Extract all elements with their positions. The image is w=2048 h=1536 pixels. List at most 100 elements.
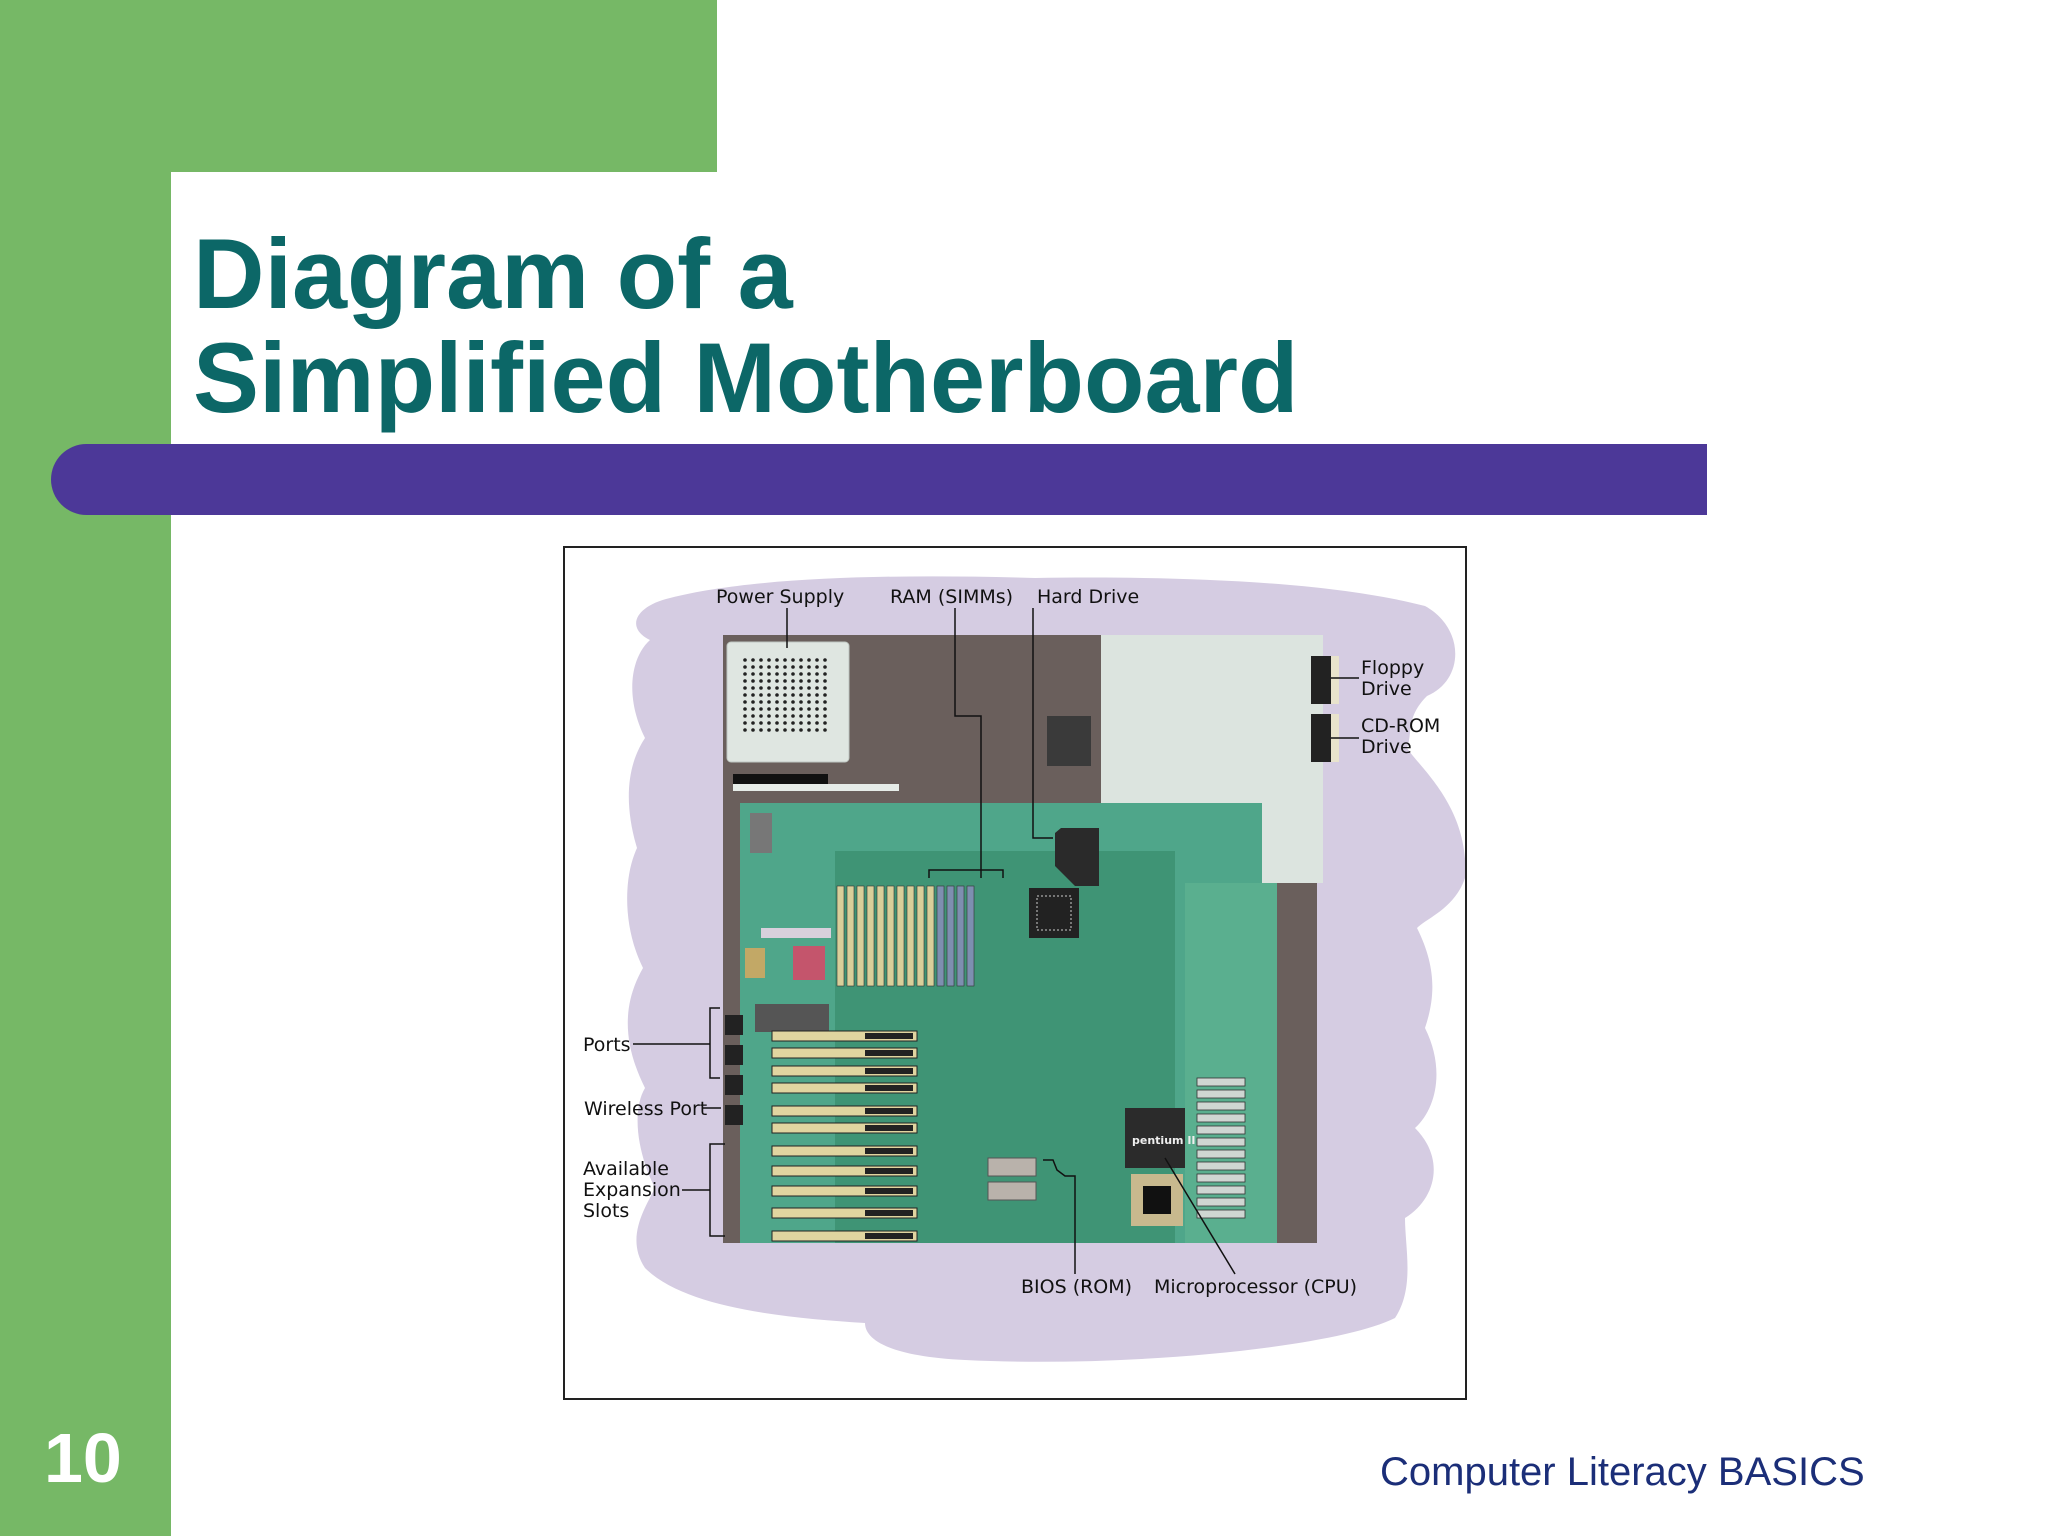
grille-hole	[815, 707, 819, 711]
slide-number: 10	[44, 1419, 122, 1497]
expansion-slot-connector	[865, 1108, 913, 1114]
grille-hole	[751, 714, 755, 718]
grille-hole	[807, 665, 811, 669]
expansion-slot-connector	[865, 1210, 913, 1216]
grille-hole	[775, 686, 779, 690]
grille-hole	[815, 721, 819, 725]
ram-module	[856, 885, 865, 987]
port-connectors	[725, 1015, 743, 1125]
grille-hole	[743, 721, 747, 725]
ram-modules	[836, 885, 975, 987]
label-cdrom-line2: Drive	[1361, 736, 1412, 758]
expansion-slot	[771, 1082, 918, 1094]
grille-hole	[759, 714, 763, 718]
grille-hole	[743, 686, 747, 690]
ram-module	[906, 885, 915, 987]
ram-module	[946, 885, 955, 987]
grille-hole	[783, 721, 787, 725]
hard-drive	[1055, 828, 1099, 886]
ram-module	[866, 885, 875, 987]
grille-hole	[743, 679, 747, 683]
grille-hole	[767, 686, 771, 690]
grille-hole	[759, 686, 763, 690]
grille-hole	[783, 693, 787, 697]
grille-hole	[823, 728, 827, 732]
grille-hole	[743, 672, 747, 676]
grille-hole	[807, 728, 811, 732]
grille-hole	[791, 721, 795, 725]
label-cpu: Microprocessor (CPU)	[1154, 1276, 1357, 1298]
label-ram: RAM (SIMMs)	[890, 586, 1013, 608]
grille-hole	[751, 693, 755, 697]
grille-hole	[799, 707, 803, 711]
ram-module	[896, 885, 905, 987]
grille-hole	[807, 707, 811, 711]
grille-hole	[759, 665, 763, 669]
grille-hole	[783, 658, 787, 662]
expansion-slot	[771, 1145, 918, 1157]
heat-sink-fin	[1196, 1137, 1246, 1147]
expansion-slot	[771, 1030, 918, 1042]
label-floppy-line1: Floppy	[1361, 657, 1424, 679]
grille-hole	[807, 693, 811, 697]
label-ports: Ports	[583, 1034, 631, 1056]
grille-hole	[815, 686, 819, 690]
grille-hole	[807, 672, 811, 676]
expansion-slot-connector	[865, 1125, 913, 1131]
grille-hole	[767, 679, 771, 683]
grille-hole	[767, 700, 771, 704]
grille-hole	[815, 658, 819, 662]
heat-sink-fin	[1196, 1113, 1246, 1123]
grille-hole	[743, 700, 747, 704]
expansion-slot-connector	[865, 1033, 913, 1039]
expansion-slot-connector	[865, 1068, 913, 1074]
grille-hole	[807, 686, 811, 690]
grille-hole	[791, 665, 795, 669]
grille-hole	[775, 658, 779, 662]
motherboard-diagram: pentium II Power Supply RAM (SIMMs) Hard…	[583, 576, 1465, 1362]
cpu-package	[1125, 1108, 1185, 1168]
jumper-block	[761, 928, 831, 938]
grille-hole	[759, 700, 763, 704]
expansion-slot-connector	[865, 1148, 913, 1154]
heat-sink-fin	[1196, 1197, 1246, 1207]
label-hard-drive: Hard Drive	[1037, 586, 1139, 608]
grille-hole	[775, 672, 779, 676]
grille-hole	[743, 665, 747, 669]
grille-hole	[759, 658, 763, 662]
grille-hole	[767, 665, 771, 669]
grille-hole	[791, 700, 795, 704]
ram-module	[926, 885, 935, 987]
left-green-band	[0, 0, 171, 1536]
expansion-slot-connector	[865, 1188, 913, 1194]
grille-hole	[799, 672, 803, 676]
expansion-slot	[771, 1105, 918, 1117]
grille-hole	[751, 665, 755, 669]
label-expansion-line1: Available	[583, 1158, 669, 1180]
grille-hole	[807, 721, 811, 725]
grille-hole	[751, 672, 755, 676]
heat-sink-fin	[1196, 1125, 1246, 1135]
label-cdrom-line1: CD-ROM	[1361, 715, 1440, 737]
ram-module	[846, 885, 855, 987]
expansion-slot	[771, 1185, 918, 1197]
grille-hole	[767, 721, 771, 725]
grille-hole	[759, 672, 763, 676]
capacitor-stack	[750, 813, 772, 853]
label-leader-lines	[633, 608, 1359, 1275]
grille-hole	[775, 721, 779, 725]
label-expansion-line2: Expansion	[583, 1179, 681, 1201]
ram-module	[886, 885, 895, 987]
expansion-slot	[771, 1065, 918, 1077]
heat-sink	[1196, 1077, 1246, 1219]
grille-hole	[783, 679, 787, 683]
expansion-slots	[771, 1030, 918, 1242]
grille-hole	[799, 693, 803, 697]
io-header	[755, 1004, 829, 1032]
ram-module	[966, 885, 975, 987]
expansion-slot-connector	[865, 1085, 913, 1091]
heat-sink-fin	[1196, 1089, 1246, 1099]
grille-hole	[783, 686, 787, 690]
grille-hole	[815, 700, 819, 704]
grille-hole	[751, 658, 755, 662]
